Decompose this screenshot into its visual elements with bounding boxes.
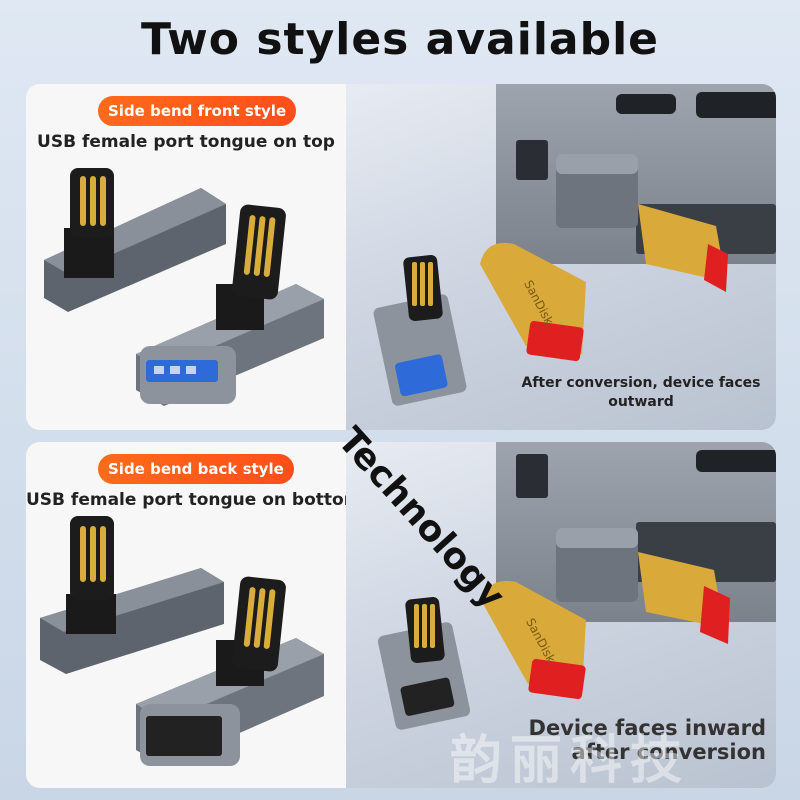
usb-adapter-image — [40, 516, 324, 766]
page-title: Two styles available — [140, 14, 660, 65]
back-style-photo: shift SanDisk Device faces inward after … — [346, 442, 776, 788]
back-style-panel: Side bend back style USB female port ton… — [26, 442, 776, 788]
adapter-front — [136, 576, 324, 766]
adapter-front — [136, 204, 324, 406]
keyboard-key — [616, 94, 676, 114]
plugged-drive-image: SanDisk — [377, 528, 730, 730]
keyboard-key — [696, 92, 776, 118]
laptop-usb-port — [516, 454, 548, 498]
front-style-badge: Side bend front style — [98, 96, 297, 126]
front-style-photo: shift SanDisk After conversion, device f… — [346, 84, 776, 430]
adapter-rear — [44, 168, 226, 312]
adapter-rear — [40, 516, 224, 674]
front-style-panel: Side bend front style USB female port to… — [26, 84, 776, 430]
back-style-product-area: Side bend back style USB female port ton… — [26, 442, 362, 788]
usb-adapter-image — [44, 168, 324, 406]
back-style-badge: Side bend back style — [98, 454, 294, 484]
plugged-drive-image: SanDisk — [373, 154, 728, 406]
front-style-caption: After conversion, device faces outward — [521, 375, 761, 410]
keyboard-key — [696, 450, 776, 472]
back-style-subtitle: USB female port tongue on bottom — [26, 490, 362, 510]
laptop-usb-port — [516, 140, 548, 180]
front-style-product-area: Side bend front style USB female port to… — [26, 84, 346, 430]
back-style-caption: Device faces inward after conversion — [528, 716, 766, 764]
front-style-subtitle: USB female port tongue on top — [37, 132, 335, 152]
brand-watermark: 韵丽科技 — [450, 731, 691, 791]
